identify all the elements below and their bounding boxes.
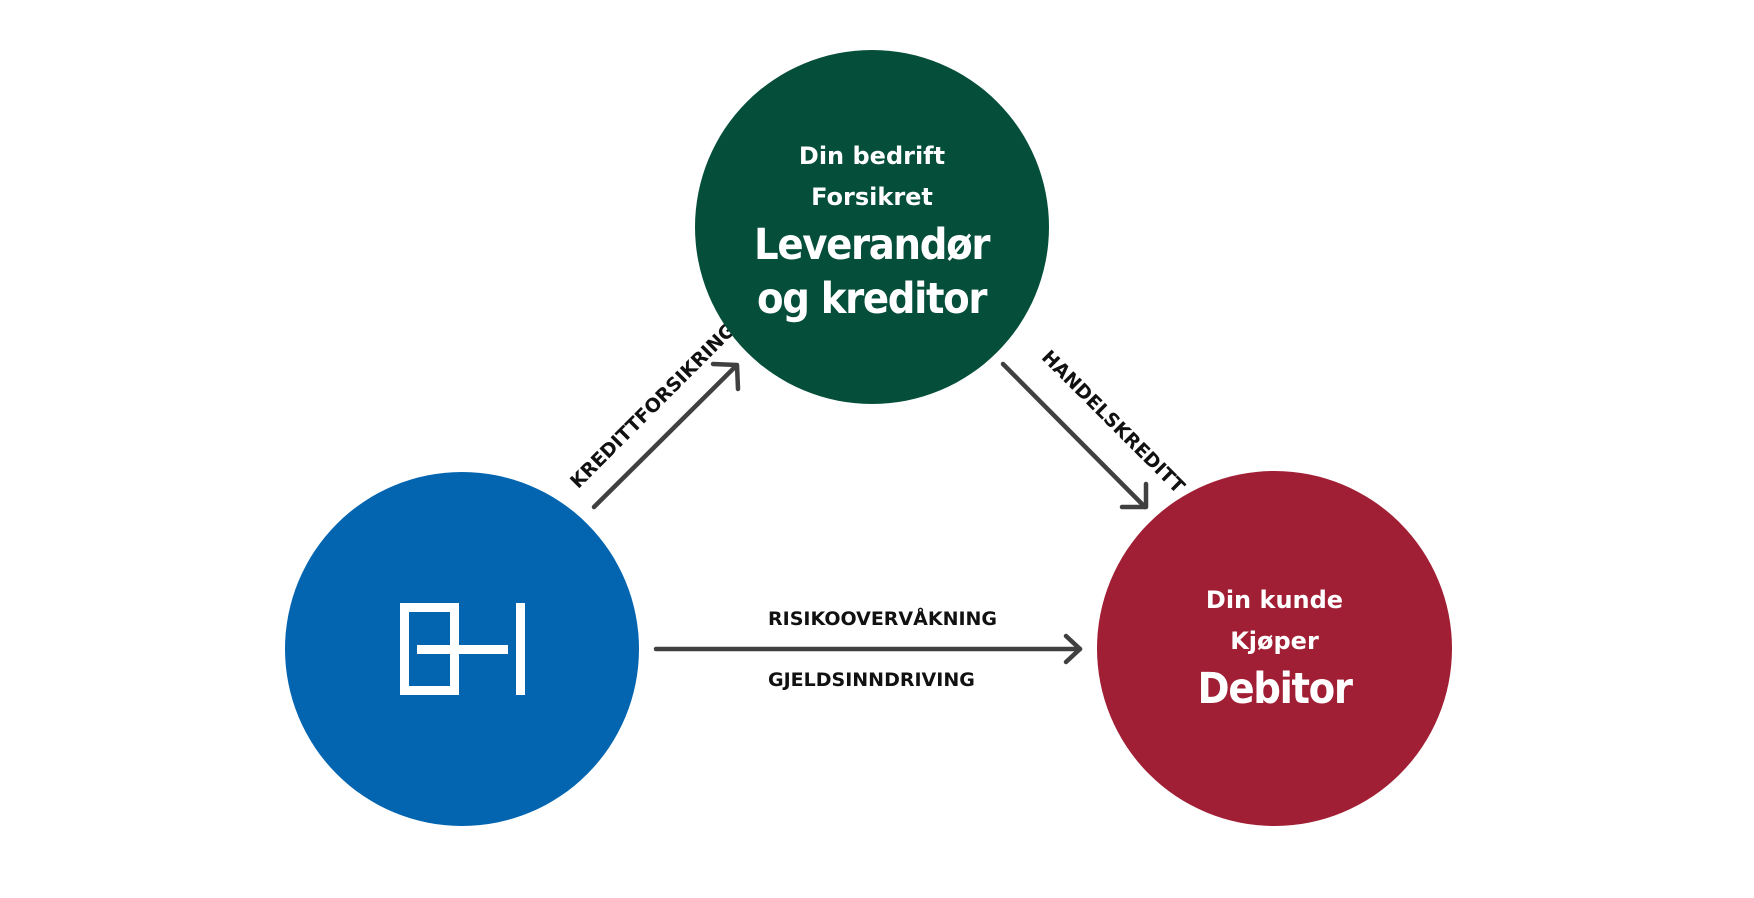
arrow-kredittforsikring: [591, 361, 741, 510]
insured-company-text: Din bedrift Forsikret Leverandør og kred…: [741, 136, 1002, 326]
insured-company-title-line2: og kreditor: [757, 274, 987, 324]
label-gjeldsinndriving: GJELDSINNDRIVING: [768, 669, 975, 691]
eh-monogram-logo-icon: [400, 603, 525, 695]
node-insured-company: Din bedrift Forsikret Leverandør og kred…: [695, 50, 1049, 404]
node-customer: Din kunde Kjøper Debitor: [1097, 471, 1452, 826]
insured-company-title-line1: Leverandør: [754, 220, 990, 270]
label-risikoovervakning: RISIKOOVERVÅKNING: [768, 608, 998, 630]
arrow-risikoovervakning: [653, 633, 1083, 665]
arrow-handelskreditt: [1000, 361, 1149, 510]
insured-company-line2: Forsikret: [811, 183, 933, 211]
customer-text: Din kunde Kjøper Debitor: [1189, 580, 1360, 716]
insured-company-line1: Din bedrift: [798, 142, 946, 170]
customer-line1: Din kunde: [1205, 585, 1344, 614]
customer-line2: Kjøper: [1230, 626, 1319, 655]
customer-title: Debitor: [1197, 663, 1352, 714]
